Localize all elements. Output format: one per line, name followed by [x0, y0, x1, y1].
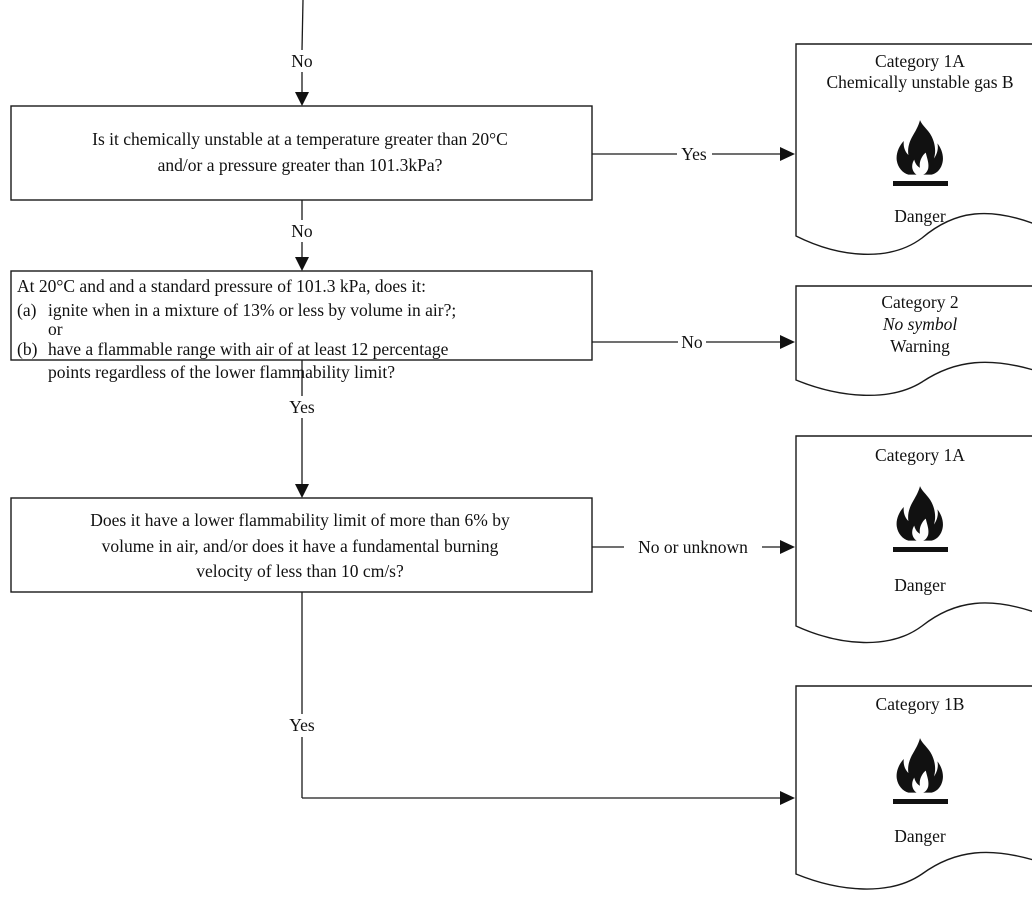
- outcome-category-1a-unstable: Category 1A Chemically unstable gas B Da…: [795, 43, 1032, 255]
- symbol-note: No symbol: [882, 314, 958, 334]
- question-line: Is it chemically unstable at a temperatu…: [92, 129, 508, 149]
- question-line: have a flammable range with air of at le…: [48, 339, 449, 359]
- decision-box-unstable: Is it chemically unstable at a temperatu…: [10, 105, 593, 201]
- edge-label-yes: Yes: [289, 397, 315, 417]
- outcome-category-2: Category 2 No symbol Warning: [795, 285, 1032, 396]
- signal-word: Danger: [894, 206, 946, 226]
- edge-label-no-or-unknown: No or unknown: [638, 537, 748, 557]
- category-label: Category 1A: [875, 445, 965, 465]
- edge-label-no: No: [291, 51, 313, 71]
- flame-icon: [893, 120, 948, 186]
- edge-label-no: No: [291, 221, 313, 241]
- category-label: Category 1B: [876, 694, 965, 714]
- signal-word: Warning: [890, 336, 950, 356]
- question-line: volume in air, and/or does it have a fun…: [102, 536, 499, 556]
- decision-box-flammability-limit: Does it have a lower flammability limit …: [10, 497, 593, 593]
- question-line: ignite when in a mixture of 13% or less …: [48, 300, 456, 320]
- category-subtitle: Chemically unstable gas B: [826, 72, 1013, 92]
- edge-label-yes: Yes: [289, 715, 315, 735]
- outcome-category-1b: Category 1B Danger: [795, 685, 1032, 890]
- signal-word: Danger: [894, 575, 946, 595]
- question-line: Does it have a lower flammability limit …: [90, 510, 510, 530]
- question-line: points regardless of the lower flammabil…: [48, 362, 395, 382]
- decision-box-flammable-range: At 20°C and and a standard pressure of 1…: [10, 270, 593, 382]
- item-marker-b: (b): [17, 339, 38, 359]
- question-line: and/or a pressure greater than 101.3kPa?: [158, 155, 443, 175]
- edge-label-no: No: [681, 332, 703, 352]
- signal-word: Danger: [894, 826, 946, 846]
- question-line: or: [48, 319, 63, 339]
- category-label: Category 2: [881, 292, 958, 312]
- outcome-category-1a: Category 1A Danger: [795, 435, 1032, 644]
- item-marker-a: (a): [17, 300, 37, 320]
- flame-icon: [893, 486, 948, 552]
- category-label: Category 1A: [875, 51, 965, 71]
- question-line: velocity of less than 10 cm/s?: [196, 561, 404, 581]
- edge-label-yes: Yes: [681, 144, 707, 164]
- question-intro: At 20°C and and a standard pressure of 1…: [17, 276, 426, 296]
- flame-icon: [893, 738, 948, 804]
